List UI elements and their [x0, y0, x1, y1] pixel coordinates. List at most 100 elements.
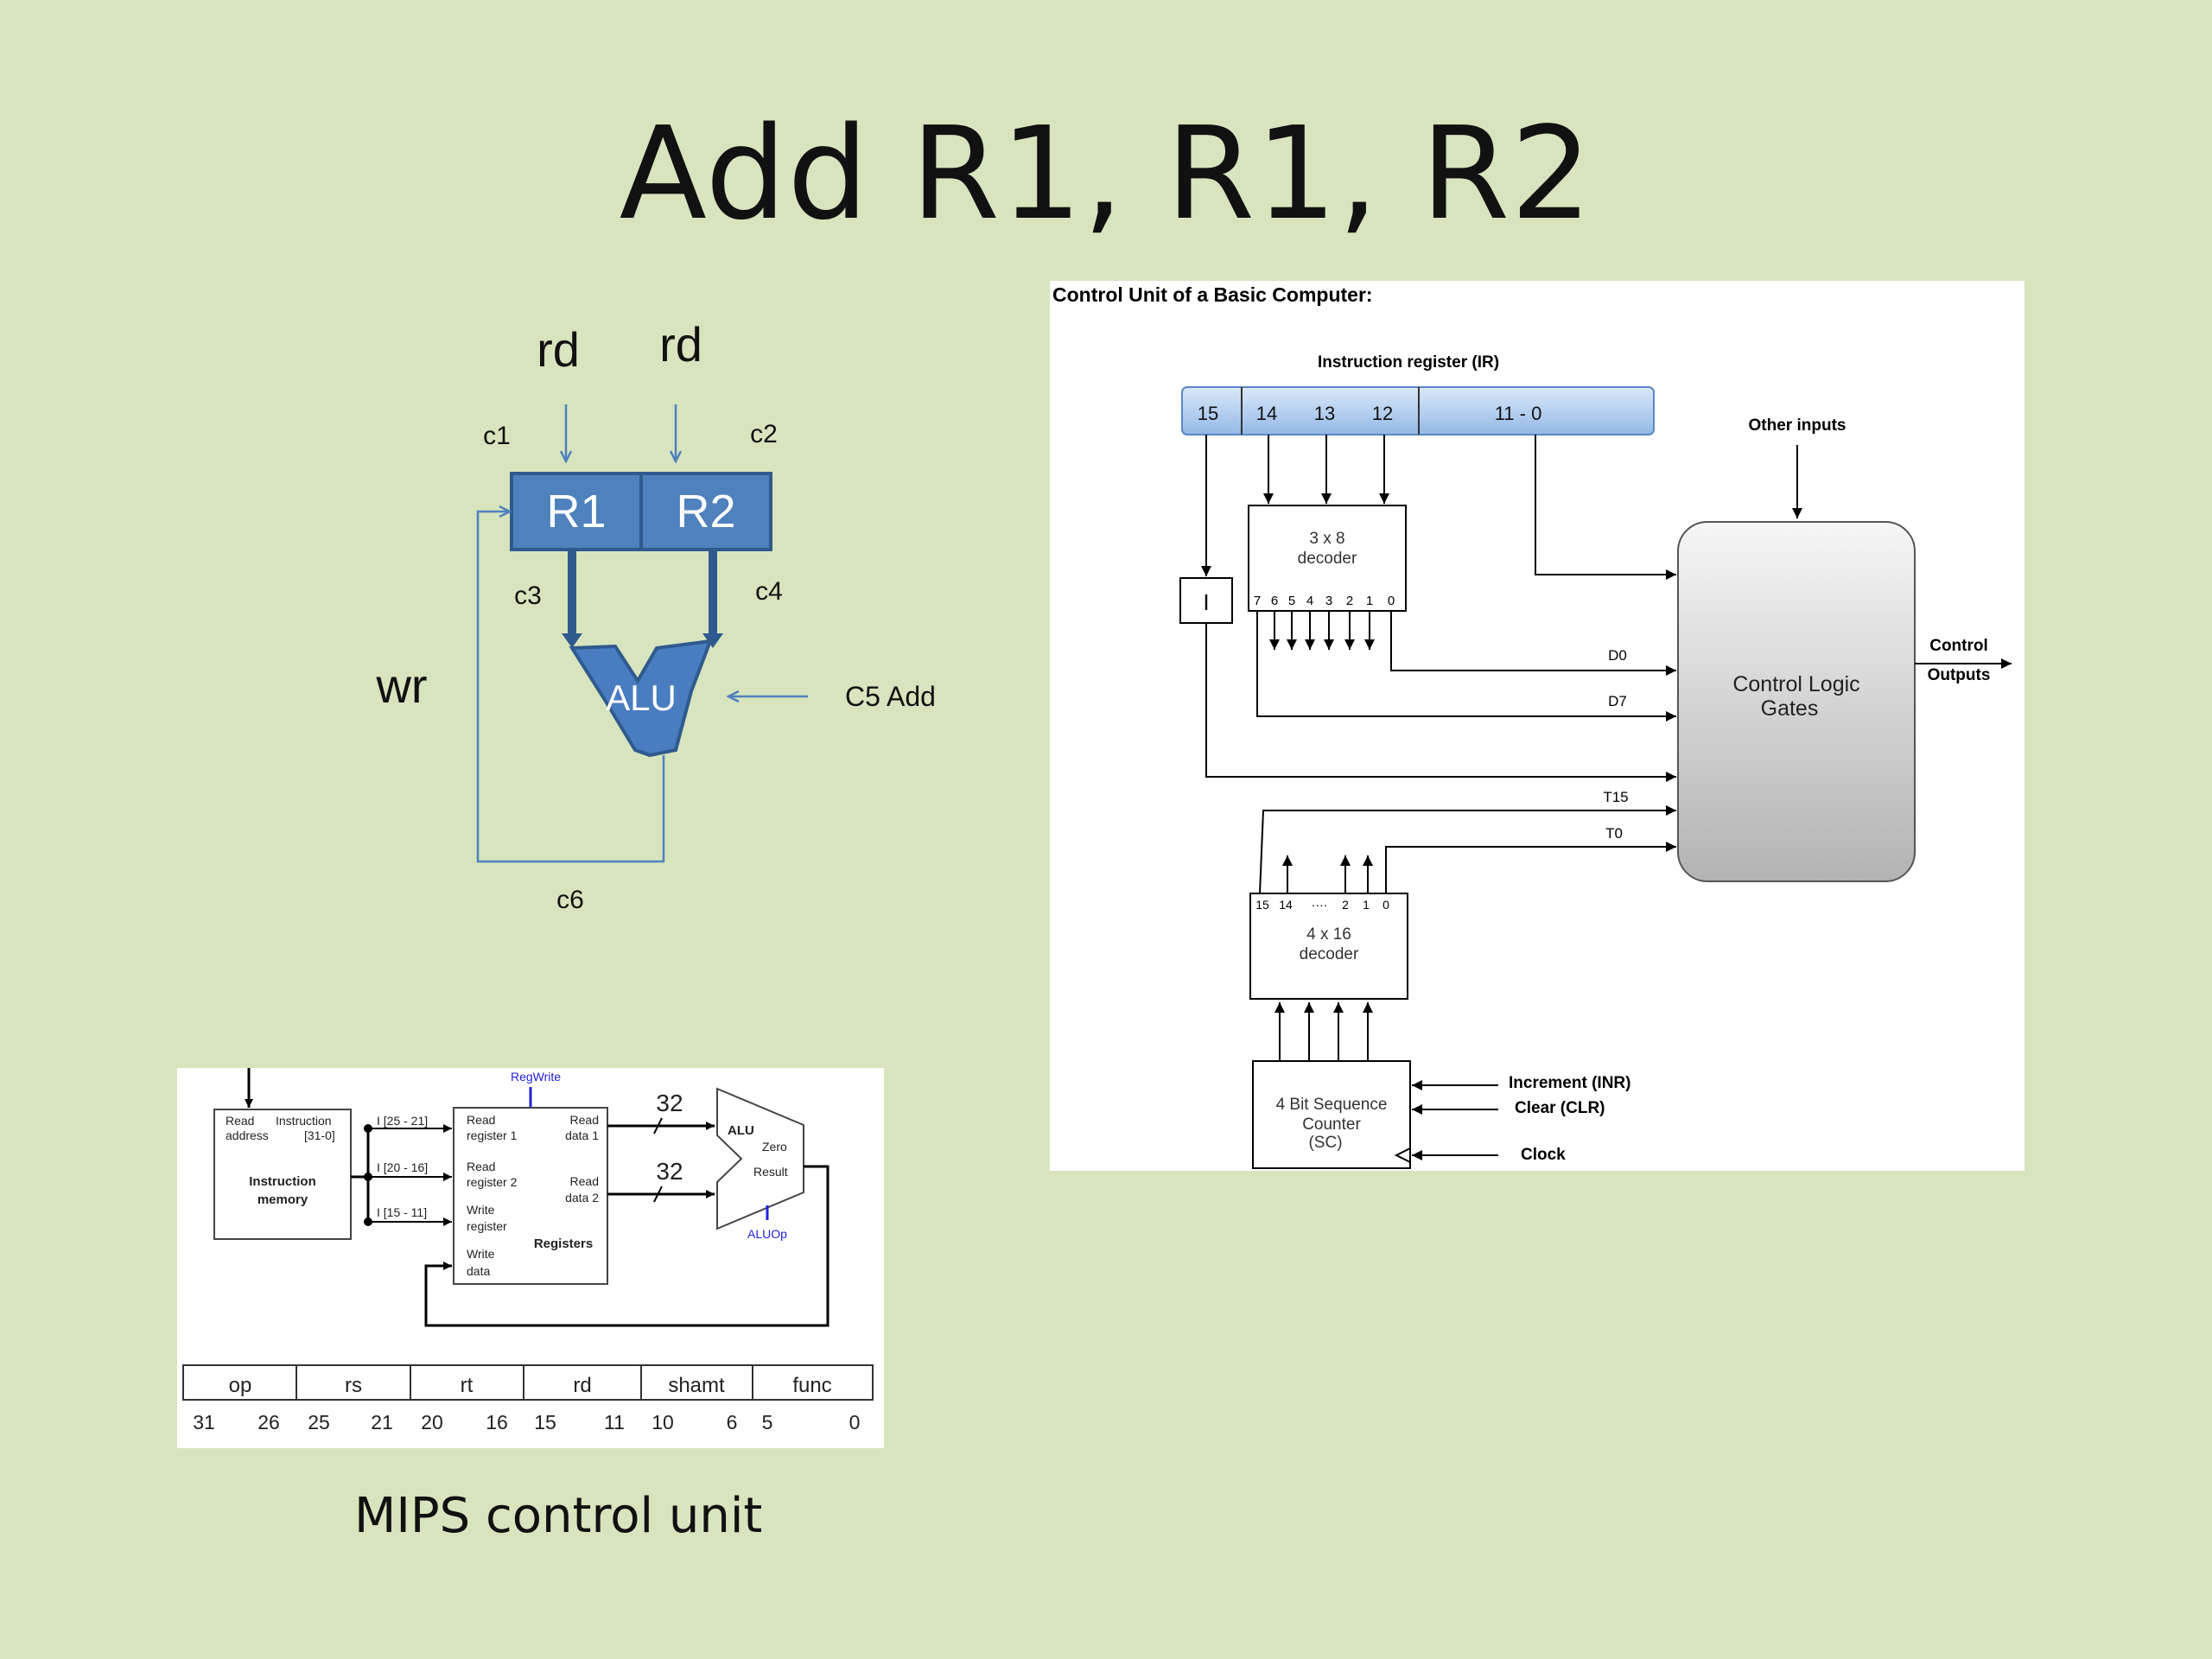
ir-field-13: 13 [1314, 403, 1335, 424]
svg-text:20: 20 [421, 1411, 443, 1433]
svg-text:I [25 - 21]: I [25 - 21] [377, 1114, 428, 1128]
ir-field-12: 12 [1372, 403, 1393, 424]
svg-text:6: 6 [727, 1411, 738, 1433]
r-format-bit-numbers: 31 26 25 21 20 16 15 11 10 6 5 0 [193, 1411, 860, 1433]
decoder-3x8-label-2: decoder [1298, 550, 1357, 568]
svg-text:26: 26 [257, 1411, 280, 1433]
register-file [453, 1107, 608, 1285]
d7-label: D7 [1608, 693, 1627, 709]
svg-text:Instruction: Instruction [276, 1114, 332, 1128]
svg-text:Result: Result [753, 1165, 788, 1179]
t0-label: T0 [1605, 825, 1623, 842]
decoder-4x16-outputs: 15 14 ···· 2 1 0 [1255, 898, 1389, 912]
mips-caption: MIPS control unit [354, 1488, 763, 1544]
svg-text:15: 15 [534, 1411, 556, 1433]
svg-text:11: 11 [604, 1411, 625, 1433]
ir-field-11-0: 11 - 0 [1495, 403, 1542, 424]
other-inputs-label: Other inputs [1749, 416, 1847, 435]
slide-title: Add R1, R1, R2 [619, 99, 1593, 248]
d0-label: D0 [1608, 647, 1627, 664]
svg-text:0: 0 [849, 1411, 861, 1433]
svg-text:register 2: register 2 [467, 1175, 518, 1189]
clear-label: Clear (CLR) [1515, 1099, 1605, 1117]
svg-text:Instruction: Instruction [249, 1174, 316, 1189]
svg-text:1: 1 [1363, 898, 1370, 912]
control-outputs-label-2: Outputs [1928, 666, 1991, 684]
svg-text:10: 10 [652, 1411, 674, 1433]
r2-label: R2 [676, 486, 735, 537]
alu-label: ALU [606, 677, 677, 718]
alu-shape [569, 639, 714, 758]
svg-text:Registers: Registers [534, 1236, 593, 1251]
svg-text:ALU: ALU [728, 1123, 754, 1138]
svg-text:15: 15 [1255, 898, 1269, 912]
r1-to-alu-arrowhead [562, 633, 582, 648]
r2-to-alu-arrowhead [702, 633, 723, 648]
svg-text:memory: memory [257, 1192, 308, 1207]
control-logic-label-2: Gates [1761, 696, 1819, 721]
svg-text:Read: Read [570, 1174, 599, 1188]
clock-label: Clock [1521, 1146, 1566, 1164]
c3-label: c3 [514, 582, 542, 610]
decoder-3x8-label: 3 x 8 [1309, 530, 1344, 548]
svg-text:5: 5 [1288, 594, 1295, 608]
ir-field-15: 15 [1198, 403, 1218, 424]
svg-text:I [20 - 16]: I [20 - 16] [377, 1160, 428, 1174]
t15-label: T15 [1603, 789, 1628, 805]
svg-text:16: 16 [486, 1411, 508, 1433]
svg-text:0: 0 [1382, 898, 1389, 912]
decoder-4x16-label: 4 x 16 [1306, 925, 1351, 944]
ir-label: Instruction register (IR) [1318, 353, 1499, 372]
sequence-counter [1252, 1060, 1411, 1169]
svg-text:rs: rs [345, 1374, 362, 1397]
svg-text:data: data [467, 1264, 490, 1278]
svg-text:3: 3 [1325, 594, 1332, 608]
svg-text:4: 4 [1306, 594, 1313, 608]
decoder-3x8 [1248, 505, 1407, 612]
mips-alu [716, 1087, 804, 1230]
r1-label: R1 [546, 486, 606, 537]
svg-text:····: ···· [1312, 898, 1328, 912]
rd-label-2: rd [659, 317, 702, 372]
svg-text:Write: Write [467, 1203, 495, 1217]
svg-text:1: 1 [1366, 594, 1373, 608]
mips-result-feedback [424, 1165, 830, 1327]
control-logic-label: Control Logic [1732, 672, 1859, 696]
svg-text:I [15 - 11]: I [15 - 11] [377, 1205, 427, 1219]
svg-text:21: 21 [371, 1411, 393, 1433]
svg-text:Write: Write [467, 1247, 495, 1261]
c6-label: c6 [556, 886, 584, 914]
control-unit-heading: Control Unit of a Basic Computer: [1052, 283, 1373, 306]
svg-text:14: 14 [1279, 898, 1293, 912]
decoder-4x16 [1249, 893, 1408, 1000]
decoder-3x8-outputs: 7 6 5 4 3 2 1 0 [1254, 594, 1395, 608]
c1-label: c1 [483, 422, 511, 450]
svg-text:Read: Read [226, 1114, 254, 1128]
svg-text:register 1: register 1 [467, 1128, 518, 1142]
svg-text:31: 31 [193, 1411, 215, 1433]
svg-text:32: 32 [656, 1158, 683, 1185]
svg-text:op: op [229, 1374, 252, 1397]
control-logic-gates [1677, 521, 1916, 882]
svg-text:register: register [467, 1219, 507, 1233]
regwrite-label: RegWrite [511, 1070, 561, 1084]
sequence-counter-label-3: (SC) [1308, 1134, 1342, 1152]
svg-text:func: func [792, 1374, 831, 1397]
svg-text:Read: Read [570, 1113, 599, 1127]
svg-text:2: 2 [1342, 898, 1349, 912]
svg-text:shamt: shamt [668, 1374, 725, 1397]
svg-text:2: 2 [1346, 594, 1353, 608]
svg-text:data 1: data 1 [565, 1128, 599, 1142]
wr-label: wr [375, 658, 427, 713]
rd-label-1: rd [537, 322, 580, 377]
decoder-4x16-label-2: decoder [1300, 945, 1359, 963]
c2-label: c2 [750, 420, 778, 448]
r-format-fields: op rs rt rd shamt func [182, 1364, 874, 1401]
control-outputs-label: Control [1929, 637, 1988, 655]
aluop-label: ALUOp [747, 1227, 787, 1241]
svg-text:data 2: data 2 [565, 1191, 599, 1205]
c4-label: c4 [755, 577, 783, 606]
